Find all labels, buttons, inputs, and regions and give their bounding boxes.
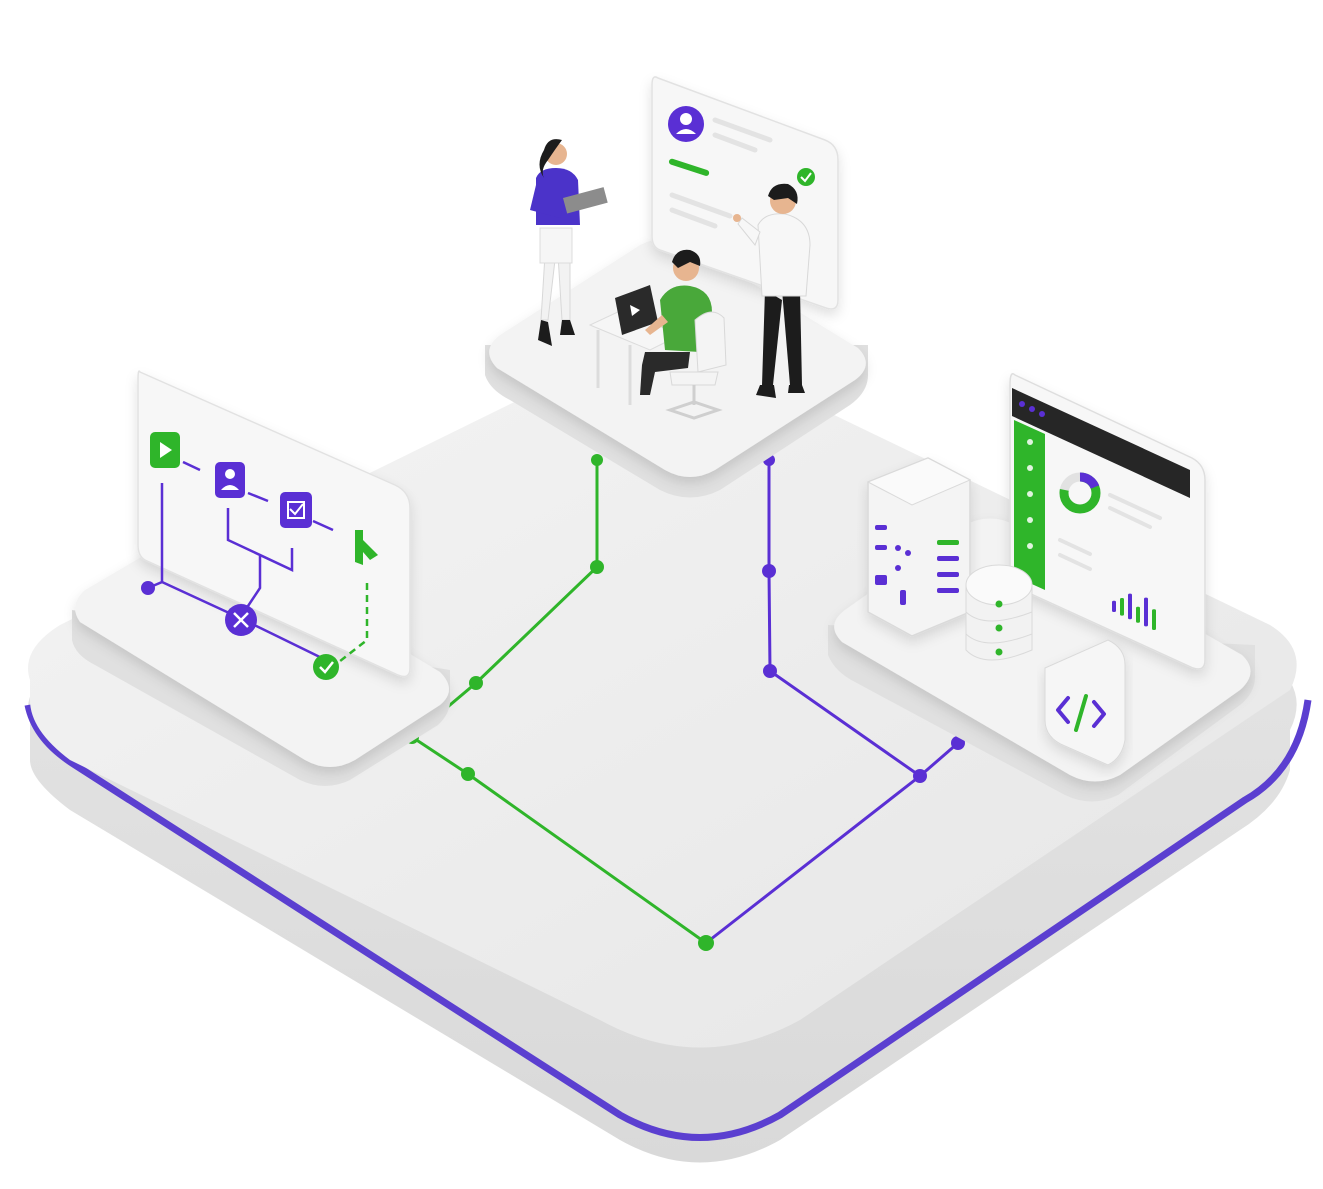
checkbox-icon [280, 492, 312, 528]
collaboration-pad [485, 76, 868, 498]
connection-node [461, 767, 475, 781]
code-icon [1044, 639, 1126, 766]
window-dot-icon [1019, 401, 1025, 407]
home-icon [1027, 465, 1033, 471]
avatar-icon [668, 106, 704, 142]
bar-chart-bar [1136, 606, 1140, 623]
workflow-pad [72, 370, 451, 786]
bar-chart-bar [1112, 600, 1116, 612]
home-icon [1027, 517, 1033, 523]
office-chair [665, 311, 727, 420]
dashboard-title-bar [1012, 388, 1190, 498]
window-dot-icon [1029, 406, 1035, 412]
play-icon [150, 432, 180, 468]
donut-chart-icon [1059, 472, 1101, 514]
infrastructure-pad [828, 373, 1256, 802]
bar-chart-bar [1144, 597, 1148, 627]
connection-node [591, 454, 603, 466]
workflow-node [141, 581, 155, 595]
home-icon [1027, 439, 1033, 445]
bar-chart-bar [1152, 609, 1156, 630]
bar-chart-bar [1128, 593, 1132, 620]
dashboard-sidebar [1014, 420, 1045, 590]
flag-icon [355, 530, 378, 565]
connection-node [762, 564, 776, 578]
close-icon [225, 604, 257, 636]
database-icon [965, 564, 1033, 661]
bar-chart-icon [1112, 593, 1156, 630]
connection-node [698, 935, 714, 951]
connection-node [913, 769, 927, 783]
server-lights [875, 525, 959, 605]
workflow-dashed-line [334, 583, 369, 666]
check-icon [797, 168, 815, 186]
window-dot-icon [1039, 411, 1045, 417]
home-icon [1027, 543, 1033, 549]
profile-progress-line [668, 158, 710, 176]
standing-man [733, 183, 811, 398]
user-icon [215, 462, 245, 498]
check-icon [313, 654, 339, 680]
platform-accent-stripe [24, 699, 1312, 1141]
bar-chart-bar [1120, 598, 1124, 616]
sidebar-menu-icons [1027, 439, 1033, 549]
woman-with-tablet [530, 139, 608, 346]
laptop-icon [615, 285, 658, 335]
connection-node [763, 664, 777, 678]
workflow-pad-top [75, 533, 449, 767]
home-icon [1027, 491, 1033, 497]
connection-node [469, 676, 483, 690]
placeholder-lines [669, 117, 773, 229]
dashboard-placeholder-lines [1058, 493, 1162, 571]
dashboard-window [1009, 373, 1206, 670]
connection-node [951, 736, 965, 750]
workflow-panel [137, 370, 411, 678]
server-icon [866, 457, 972, 637]
connection-node [590, 560, 604, 574]
